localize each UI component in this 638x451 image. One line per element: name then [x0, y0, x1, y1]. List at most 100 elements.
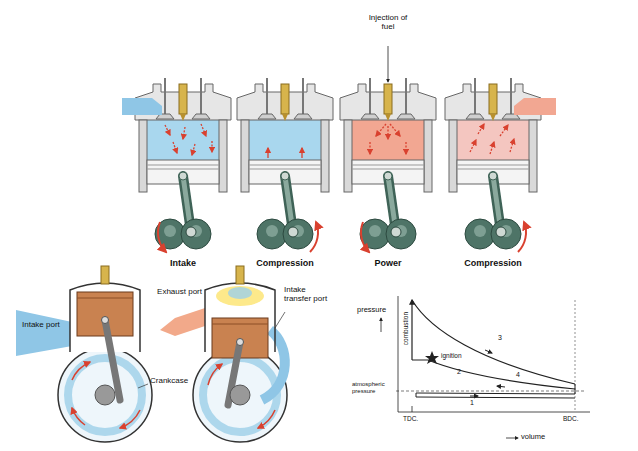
port-label: Intake port — [22, 321, 62, 330]
part-label: Crankcase — [150, 377, 210, 386]
pv-chart — [575, 300, 576, 412]
exhaust-stroke — [490, 142, 494, 154]
two-stroke-engine — [275, 312, 285, 328]
pv-chart — [381, 318, 382, 332]
two-stroke-engine — [236, 266, 244, 284]
two-stroke-engine — [216, 286, 264, 306]
intake-stroke — [165, 124, 212, 155]
exhaust-stroke — [518, 222, 526, 252]
exhaust-stroke — [457, 120, 529, 160]
point-label: ignition — [441, 352, 481, 359]
pv-chart — [381, 296, 590, 438]
callout-number: 3 — [498, 334, 508, 342]
two-stroke-engine — [102, 317, 109, 324]
exhaust-stroke — [514, 98, 556, 115]
compression-stroke — [237, 78, 333, 249]
pv-chart — [412, 300, 575, 384]
curve-label: combustion — [402, 301, 409, 357]
two-stroke-engine — [120, 410, 140, 428]
pv-chart — [497, 386, 505, 387]
port-label: Intake transfer port — [284, 286, 334, 304]
pv-chart — [485, 350, 492, 353]
axis-label: volume — [521, 433, 571, 441]
compression-stroke — [268, 148, 302, 158]
axis-label: atmospheric pressure — [352, 381, 396, 394]
stroke-label: Intake — [148, 259, 218, 269]
two-stroke-engine — [208, 364, 222, 385]
pv-chart — [398, 296, 399, 412]
pv-chart — [412, 360, 575, 389]
callout-number: 4 — [516, 371, 526, 379]
power-stroke — [405, 142, 406, 154]
callout-number: 1 — [470, 399, 480, 407]
pv-chart — [412, 406, 413, 412]
power-stroke — [390, 124, 400, 136]
power-stroke — [361, 222, 369, 252]
compression-stroke — [237, 78, 333, 252]
two-stroke-engine — [228, 287, 252, 299]
compression-stroke — [310, 222, 318, 252]
exhaust-stroke — [510, 139, 514, 152]
pv-chart — [398, 412, 590, 413]
stroke-label: Compression — [245, 259, 325, 269]
compression-stroke — [267, 148, 268, 158]
intake-stroke — [158, 222, 166, 252]
two-stroke-engine — [138, 384, 148, 388]
power-stroke — [369, 142, 370, 154]
two-stroke-engine — [72, 408, 85, 425]
pv-chart — [411, 300, 412, 360]
power-stroke — [370, 124, 406, 154]
power-stroke — [340, 78, 436, 249]
power-stroke — [376, 124, 386, 136]
exhaust-stroke — [470, 140, 476, 152]
pv-chart — [396, 391, 585, 392]
power-stroke — [387, 126, 388, 139]
port-label: Exhaust port — [150, 288, 202, 297]
intake-stroke — [211, 141, 212, 152]
exhaust-stroke — [500, 125, 508, 136]
pv-chart — [506, 438, 518, 439]
two-stroke-engine — [230, 385, 250, 405]
exhaust-stroke — [470, 124, 514, 154]
exhaust-stroke — [478, 124, 484, 134]
two-stroke-engine — [212, 324, 268, 325]
pv-chart — [416, 384, 575, 398]
axis-label: pressure — [357, 306, 397, 314]
two-stroke-engine — [68, 358, 142, 432]
power-stroke — [352, 120, 424, 160]
pv-chart — [425, 351, 439, 364]
two-stroke-engine — [160, 308, 205, 336]
callout-number: 2 — [457, 368, 467, 376]
two-stroke-engine — [16, 266, 152, 442]
two-stroke-engine — [72, 362, 90, 380]
two-stroke-engine — [72, 362, 140, 428]
stroke-label: Compression — [453, 259, 533, 269]
pv-chart — [470, 396, 478, 397]
intake-stroke — [122, 78, 231, 252]
intake-stroke — [147, 120, 219, 160]
intake-stroke — [173, 142, 177, 153]
power-stroke — [340, 46, 436, 252]
two-stroke-engine — [258, 410, 275, 428]
intake-stroke — [122, 98, 162, 115]
stroke-label: Power — [353, 259, 423, 269]
two-stroke-engine — [95, 385, 115, 405]
compression-stroke — [301, 148, 302, 158]
two-stroke-engine — [208, 364, 275, 428]
two-stroke-engine — [237, 339, 244, 346]
compression-stroke — [249, 120, 321, 160]
intake-stroke — [201, 124, 206, 136]
intake-stroke — [165, 125, 170, 135]
two-stroke-engine — [77, 298, 133, 299]
callout-label: Injection of fuel — [366, 14, 410, 32]
intake-stroke — [183, 127, 185, 139]
intake-stroke — [192, 144, 195, 155]
power-stroke — [388, 46, 389, 82]
exhaust-stroke — [445, 78, 556, 252]
axis-tick-label: TDC. — [403, 415, 433, 422]
two-stroke-engine — [70, 283, 140, 352]
two-stroke-engine — [101, 266, 109, 284]
axis-tick-label: BDC. — [563, 415, 593, 422]
